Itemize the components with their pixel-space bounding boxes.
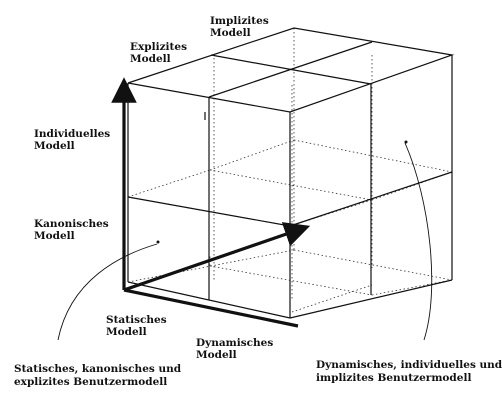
explicit-label-line1: Explizites	[130, 41, 187, 53]
callout-left-text-line2: explizites Benutzermodell	[14, 376, 167, 388]
dynamic-cell-marker	[404, 140, 408, 144]
explicit-label-line2: Modell	[130, 53, 171, 65]
dynamic-label-line2: Modell	[196, 349, 237, 361]
cube-solid-edges	[127, 27, 455, 319]
axes	[111, 77, 311, 328]
callout-right-text-line1: Dynamisches, individuelles und	[316, 359, 502, 371]
horizontal-axis-line	[123, 288, 299, 328]
depth-axis-arrow	[123, 222, 311, 292]
static-cell-marker	[156, 240, 160, 244]
individual-label-line1: Individuelles	[34, 128, 110, 140]
static-label-line1: Statisches	[106, 314, 167, 326]
dynamic-label-line1: Dynamisches	[196, 337, 273, 349]
canonical-label-line1: Kanonisches	[34, 218, 109, 230]
static-label-line2: Modell	[106, 326, 147, 338]
implicit-label-line2: Modell	[210, 27, 251, 39]
callout-right-text-line2: implizites Benutzermodell	[316, 372, 471, 384]
callout-left-text-line1: Statisches, kanonisches und	[14, 363, 182, 375]
implicit-label-line1: Implizites	[210, 15, 269, 27]
individual-label-line2: Modell	[34, 140, 75, 152]
canonical-label-line2: Modell	[34, 230, 75, 242]
callout-right-line	[404, 142, 433, 341]
callout-left-line	[57, 243, 158, 341]
